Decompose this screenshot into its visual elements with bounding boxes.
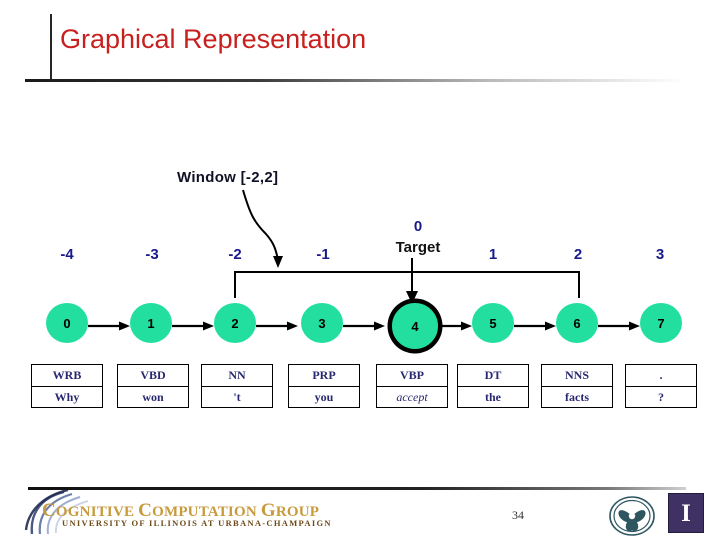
- table-cell-6[interactable]: NNS facts: [541, 364, 613, 408]
- index-label-minus1: -1: [316, 246, 330, 263]
- index-label-plus1: 1: [488, 246, 498, 263]
- target-caption: Target: [395, 239, 441, 256]
- edge-6-7: [598, 321, 640, 331]
- block-i-letter: I: [681, 499, 691, 527]
- edge-5-6: [514, 321, 556, 331]
- pos-tag: NNS: [542, 365, 612, 387]
- table-cell-2[interactable]: NN 't: [201, 364, 273, 408]
- index-label-minus4: -4: [60, 246, 74, 263]
- index-label-minus3: -3: [145, 246, 159, 263]
- pos-tag: WRB: [32, 365, 102, 387]
- title-vertical-rule: [50, 14, 52, 82]
- word: Why: [54, 390, 80, 404]
- index-label-minus2: -2: [228, 246, 242, 263]
- pos-tag: VBD: [118, 365, 188, 387]
- edge-3-4: [343, 321, 385, 331]
- table-cell-0[interactable]: WRB Why: [31, 364, 103, 408]
- ccg-drop-c1: C: [42, 500, 56, 521]
- word: 't: [233, 390, 241, 404]
- word: accept: [396, 390, 428, 404]
- edge-0-1: [88, 321, 130, 331]
- word: the: [485, 390, 501, 404]
- edge-1-2: [172, 321, 214, 331]
- ccg-swoosh-logo-icon: [24, 490, 89, 535]
- word: you: [314, 390, 334, 404]
- node-7[interactable]: 7: [640, 303, 682, 343]
- title-horizontal-rule: [25, 79, 685, 82]
- page-number: 34: [512, 508, 524, 522]
- ccg-logo-subtitle: UNIVERSITY OF ILLINOIS AT URBANA-CHAMPAI…: [62, 518, 332, 528]
- index-label-plus2: 2: [573, 246, 583, 263]
- table-cell-3[interactable]: PRP you: [288, 364, 360, 408]
- pos-tag: NN: [202, 365, 272, 387]
- ccg-rest-2: OMPUTATION: [152, 504, 261, 520]
- word: ?: [658, 390, 664, 404]
- ccg-rest-3: ROUP: [275, 504, 320, 520]
- index-label-plus3: 3: [655, 246, 665, 263]
- footer-rule: [28, 487, 686, 490]
- illinois-block-i-emblem-icon: I: [668, 493, 704, 533]
- window-span-bracket: [234, 271, 580, 298]
- pos-tag: DT: [458, 365, 528, 387]
- table-cell-1[interactable]: VBD won: [117, 364, 189, 408]
- node-3[interactable]: 3: [301, 303, 343, 343]
- index-label-zero: 0: [413, 218, 423, 235]
- node-6[interactable]: 6: [556, 303, 598, 343]
- pos-tag: PRP: [289, 365, 359, 387]
- node-5[interactable]: 5: [472, 303, 514, 343]
- pos-tag: VBP: [377, 365, 447, 387]
- node-1[interactable]: 1: [130, 303, 172, 343]
- word: won: [142, 390, 164, 404]
- window-label: Window [-2,2]: [177, 169, 279, 186]
- ccg-logo-wordmark: COGNITIVE COMPUTATION GROUP: [42, 500, 319, 522]
- edge-2-3: [256, 321, 298, 331]
- illinois-knot-emblem-icon: [609, 496, 655, 536]
- ccg-rest-1: OGNITIVE: [55, 504, 139, 520]
- node-4-target[interactable]: 4: [389, 300, 441, 352]
- page-title: Graphical Representation: [60, 24, 367, 54]
- word: facts: [565, 390, 589, 404]
- pos-tag: .: [626, 365, 696, 387]
- node-0[interactable]: 0: [46, 303, 88, 343]
- ccg-drop-c2: C: [138, 500, 153, 521]
- table-cell-4[interactable]: VBP accept: [376, 364, 448, 408]
- table-cell-7[interactable]: . ?: [625, 364, 697, 408]
- node-2[interactable]: 2: [214, 303, 256, 343]
- table-cell-5[interactable]: DT the: [457, 364, 529, 408]
- target-down-arrow-icon: [406, 258, 418, 304]
- window-pointer-arrow-icon: [242, 189, 283, 268]
- ccg-drop-g: G: [260, 500, 276, 521]
